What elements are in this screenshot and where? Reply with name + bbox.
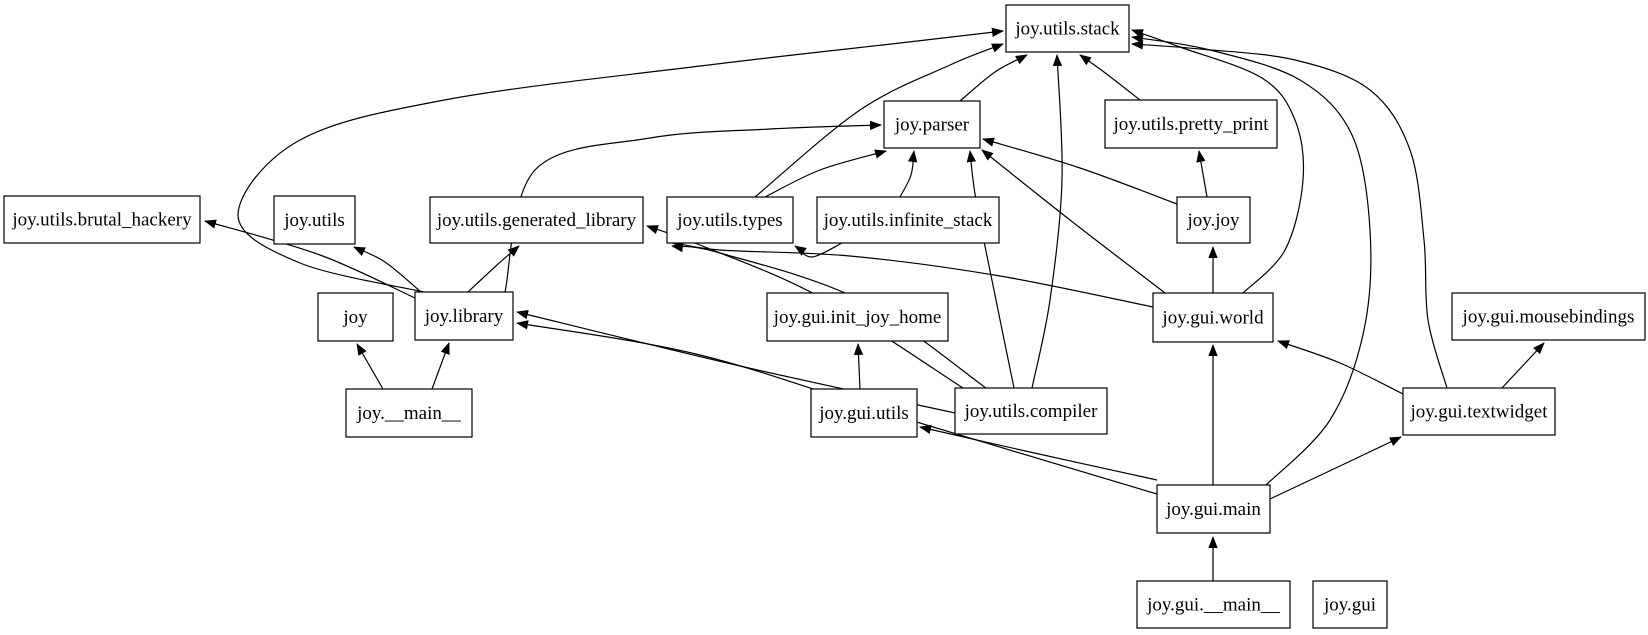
node-joy_utils_generated_library: joy.utils.generated_library <box>429 196 644 244</box>
node-box <box>1152 292 1274 343</box>
node-label: joy.utils <box>283 210 345 231</box>
edge-joy_main-to-joy <box>356 343 384 390</box>
node-label: joy.gui.mousebindings <box>1462 307 1635 328</box>
edge-joy_gui_main-to-joy_utils_stack <box>1131 34 1372 486</box>
node-joy_gui_init_joy_home: joy.gui.init_joy_home <box>766 292 949 342</box>
node-box <box>810 388 918 438</box>
node-box <box>317 292 394 342</box>
node-box <box>3 195 201 244</box>
node-joy_gui_textwidget: joy.gui.textwidget <box>1402 387 1556 436</box>
edge-joy_utils_pretty_print-to-joy_utils_stack <box>1079 54 1141 101</box>
edge-joy_gui_textwidget-to-joy_gui_mousebindings <box>1501 342 1545 389</box>
node-joy_gui_main: joy.gui.main <box>1156 484 1271 534</box>
node-label: joy.library <box>424 306 504 327</box>
node-joy_utils_compiler: joy.utils.compiler <box>954 387 1108 435</box>
node-label: joy.gui.__main__ <box>1146 595 1280 616</box>
node-box <box>666 196 794 244</box>
edge-joy_utils_types-to-joy_utils_stack <box>754 43 1004 198</box>
node-label: joy.utils.stack <box>1014 19 1120 40</box>
node-box <box>954 387 1108 435</box>
edge-joy_utils_types-to-joy_parser <box>764 149 887 198</box>
node-joy_parser: joy.parser <box>883 100 981 149</box>
edge-joy_utils_compiler-to-joy_utils_stack <box>1031 54 1063 389</box>
edge-joy_gui_textwidget-to-joy_utils_stack <box>1131 40 1448 389</box>
node-box <box>816 196 1000 244</box>
edge-joy_joy-to-joy_parser <box>982 137 1178 205</box>
node-joy_utils_brutal_hackery: joy.utils.brutal_hackery <box>3 195 201 244</box>
node-joy_library: joy.library <box>414 291 514 341</box>
node-joy_gui: joy.gui <box>1312 580 1388 629</box>
node-label: joy <box>342 307 368 328</box>
node-joy_utils_stack: joy.utils.stack <box>1005 4 1130 53</box>
edge-joy_main-to-joy_library <box>431 342 450 390</box>
node-label: joy.utils.compiler <box>964 401 1098 422</box>
edge-joy_utils_infinite_stack-to-joy_utils_types <box>794 242 843 258</box>
edge-joy_library-to-joy_utils_brutal_hackery <box>204 219 416 299</box>
edge-joy_gui_main-to-joy_gui_textwidget <box>1269 436 1402 500</box>
node-label: joy.__main__ <box>356 403 461 424</box>
node-label: joy.utils.types <box>676 210 782 231</box>
edge-joy_gui_utils-to-joy_gui_init_joy_home <box>853 343 864 390</box>
node-joy_gui_mousebindings: joy.gui.mousebindings <box>1451 292 1646 341</box>
node-box <box>883 100 981 149</box>
edge-joy_gui_world-to-joy_utils_types <box>670 239 1154 308</box>
node-box <box>1312 580 1388 629</box>
edge-joy_library-to-joy_utils_generated_library <box>467 245 520 293</box>
node-joy_joy: joy.joy <box>1176 196 1251 244</box>
edge-joy_parser-to-joy_utils_stack <box>959 54 1028 102</box>
node-label: joy.gui <box>1323 595 1376 616</box>
node-joy_gui_main_main: joy.gui.__main__ <box>1136 580 1291 629</box>
node-box <box>766 292 949 342</box>
node-box <box>1005 4 1130 53</box>
node-box <box>1104 99 1278 149</box>
edge-joy_library-to-joy_utils_stack <box>237 27 1004 293</box>
node-box <box>1451 292 1646 341</box>
node-box <box>1156 484 1271 534</box>
nodes-layer: joy.utils.stack joy.parser joy.utils.prett… <box>3 4 1646 629</box>
edge-joy_gui_world-to-joy_parser <box>981 149 1166 294</box>
node-joy_utils_types: joy.utils.types <box>666 196 794 244</box>
node-label: joy.gui.main <box>1165 499 1261 520</box>
node-joy_gui_utils: joy.gui.utils <box>810 388 918 438</box>
node-joy_main: joy.__main__ <box>345 388 473 438</box>
node-box <box>1402 387 1556 436</box>
edge-joy_utils_compiler-to-joy_parser <box>966 150 1015 389</box>
node-label: joy.utils.brutal_hackery <box>11 210 192 231</box>
edge-joy_utils_infinite_stack-to-joy_parser <box>899 150 918 198</box>
node-box <box>345 388 473 438</box>
node-joy_utils: joy.utils <box>273 195 356 245</box>
node-box <box>273 195 356 245</box>
edge-joy_gui_main-to-joy_gui_utils <box>919 424 1158 481</box>
node-label: joy.joy <box>1186 210 1240 231</box>
node-box <box>414 291 514 341</box>
node-box <box>1136 580 1291 629</box>
node-label: joy.utils.pretty_print <box>1113 114 1270 135</box>
edge-joy_library-to-joy_utils <box>353 246 422 293</box>
node-label: joy.gui.world <box>1161 308 1264 329</box>
edge-joy_joy-to-joy_utils_pretty_print <box>1196 150 1208 198</box>
node-label: joy.utils.generated_library <box>436 210 637 231</box>
node-label: joy.gui.utils <box>818 403 909 424</box>
node-joy_utils_pretty_print: joy.utils.pretty_print <box>1104 99 1278 149</box>
node-label: joy.parser <box>894 115 970 136</box>
node-joy_gui_world: joy.gui.world <box>1152 292 1274 343</box>
node-box <box>429 196 644 244</box>
node-label: joy.gui.textwidget <box>1409 402 1548 423</box>
node-box <box>1176 196 1251 244</box>
node-joy: joy <box>317 292 394 342</box>
edge-joy_gui_textwidget-to-joy_gui_world <box>1277 340 1404 395</box>
node-joy_utils_infinite_stack: joy.utils.infinite_stack <box>816 196 1000 244</box>
node-label: joy.utils.infinite_stack <box>823 210 993 231</box>
node-label: joy.gui.init_joy_home <box>773 307 942 328</box>
